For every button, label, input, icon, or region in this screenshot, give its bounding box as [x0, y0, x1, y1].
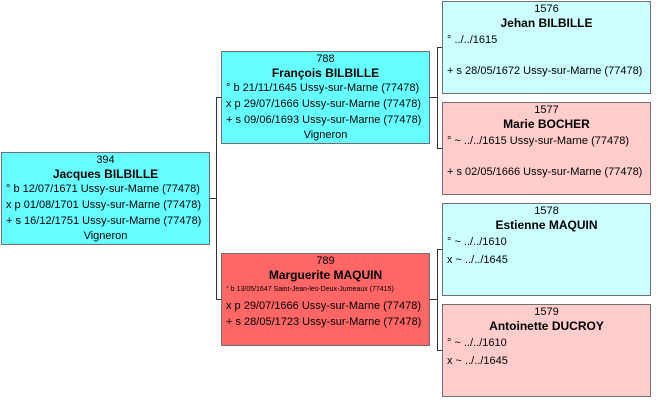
- person-card-marie-bocher[interactable]: 1577 Marie BOCHER ° ~ ../../1615 Ussy-su…: [442, 102, 651, 195]
- birth-line: ° ~ ../../1615 Ussy-sur-Marne (77478): [447, 135, 629, 147]
- marriage-line: x ~ ../../1645: [447, 355, 508, 367]
- connector-father-parents-vertical: [437, 47, 438, 149]
- connector-father-parents-top: [437, 47, 442, 48]
- connector-father-stub: [430, 97, 437, 98]
- person-name[interactable]: François BILBILLE: [271, 66, 380, 80]
- sosa-number: 789: [316, 255, 335, 267]
- sosa-number: 788: [316, 53, 335, 65]
- sosa-number: 1579: [534, 306, 559, 318]
- death-line: + s 02/05/1666 Ussy-sur-Marne (77478): [447, 166, 643, 178]
- connector-mother-parents-vertical: [437, 249, 438, 351]
- person-name[interactable]: Antoinette DUCROY: [489, 319, 604, 333]
- sosa-number: 1577: [534, 104, 559, 116]
- birth-line: ° ../../1615: [447, 34, 498, 46]
- birth-line: ° b 13/05/1647 Saint-Jean-les-Deux-Jumea…: [226, 286, 394, 293]
- person-card-antoinette-ducroy[interactable]: 1579 Antoinette DUCROY ° ~ ../../1610 x …: [442, 304, 651, 397]
- person-card-jehan-bilbille[interactable]: 1576 Jehan BILBILLE ° ../../1615 + s 28/…: [442, 1, 651, 94]
- occupation: Vigneron: [83, 230, 128, 242]
- marriage-line: x p 29/07/1666 Ussy-sur-Marne (77478): [226, 98, 422, 110]
- person-name[interactable]: Jacques BILBILLE: [52, 167, 159, 181]
- connector-mother-stub: [430, 299, 437, 300]
- person-name[interactable]: Estienne MAQUIN: [495, 218, 598, 232]
- person-name[interactable]: Marie BOCHER: [503, 117, 590, 131]
- birth-line: ° ~ ../../1610: [447, 337, 507, 349]
- person-card-marguerite-maquin[interactable]: 789 Marguerite MAQUIN ° b 13/05/1647 Sai…: [221, 253, 430, 346]
- birth-line: ° b 12/07/1671 Ussy-sur-Marne (77478): [6, 183, 200, 195]
- sosa-number: 394: [96, 154, 115, 166]
- death-line: + s 16/12/1751 Ussy-sur-Marne (77478): [6, 215, 202, 227]
- connector-father-parents-bottom: [437, 148, 442, 149]
- death-line: + s 28/05/1672 Ussy-sur-Marne (77478): [447, 65, 643, 77]
- connector-root-parents-vertical: [216, 97, 217, 300]
- death-line: + s 09/06/1693 Ussy-sur-Marne (77478): [226, 114, 422, 126]
- person-name[interactable]: Jehan BILBILLE: [500, 16, 593, 30]
- death-line: + s 28/05/1723 Ussy-sur-Marne (77478): [226, 316, 422, 328]
- sosa-number: 1578: [534, 205, 559, 217]
- connector-root-parents-top: [216, 97, 221, 98]
- sosa-number: 1576: [534, 3, 559, 15]
- occupation: Vigneron: [303, 129, 348, 141]
- connector-root-parents-bottom: [216, 299, 221, 300]
- marriage-line: x ~ ../../1645: [447, 254, 508, 266]
- connector-mother-parents-top: [437, 249, 442, 250]
- connector-mother-parents-bottom: [437, 350, 442, 351]
- person-card-estienne-maquin[interactable]: 1578 Estienne MAQUIN ° ~ ../../1610 x ~ …: [442, 203, 651, 296]
- birth-line: ° b 21/11/1645 Ussy-sur-Marne (77478): [226, 82, 420, 94]
- person-card-francois-bilbille[interactable]: 788 François BILBILLE ° b 21/11/1645 Uss…: [221, 51, 430, 144]
- person-name[interactable]: Marguerite MAQUIN: [268, 268, 383, 282]
- marriage-line: x p 29/07/1666 Ussy-sur-Marne (77478): [226, 300, 422, 312]
- marriage-line: x p 01/08/1701 Ussy-sur-Marne (77478): [6, 199, 202, 211]
- connector-root-stub: [210, 198, 216, 199]
- birth-line: ° ~ ../../1610: [447, 236, 507, 248]
- person-card-jacques-bilbille[interactable]: 394 Jacques BILBILLE ° b 12/07/1671 Ussy…: [1, 152, 210, 245]
